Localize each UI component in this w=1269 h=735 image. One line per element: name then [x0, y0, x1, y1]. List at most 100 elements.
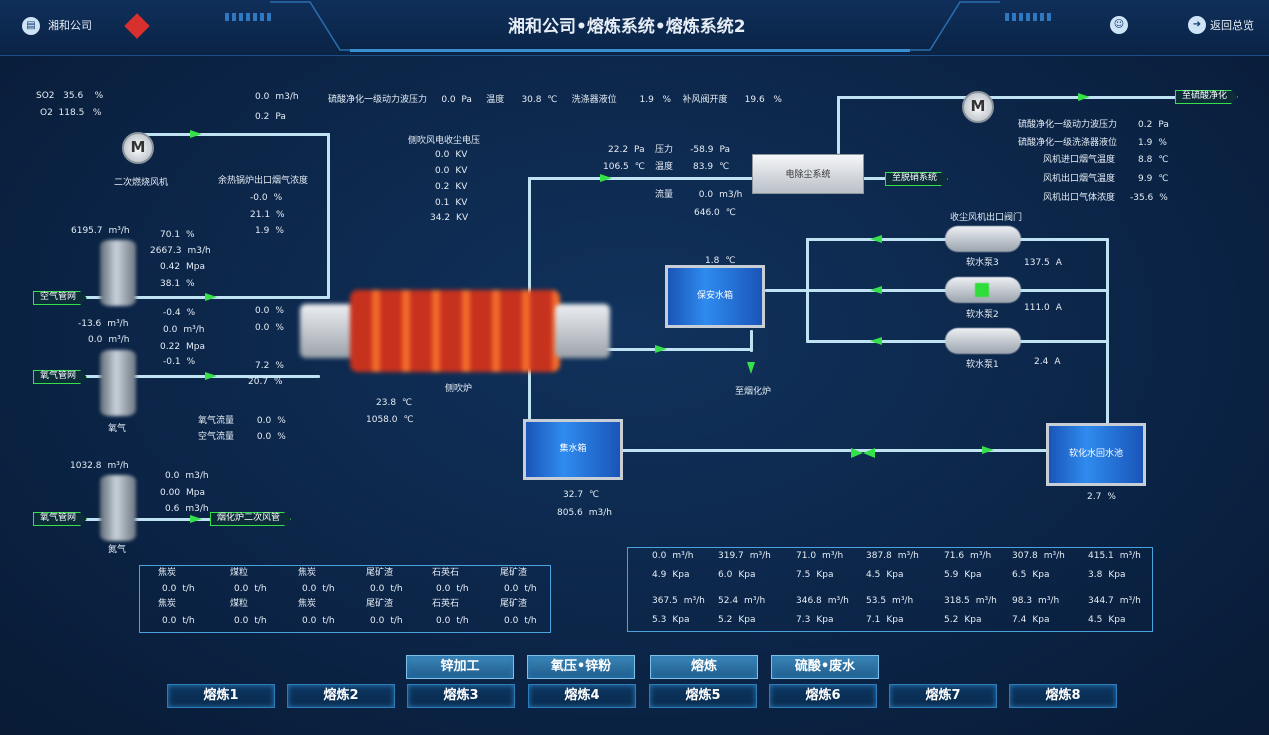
feed-header: 尾矿渣	[366, 568, 394, 578]
back-overview-button[interactable]: 返回总览	[1210, 19, 1254, 32]
home-icon[interactable]: ▤	[22, 17, 40, 35]
ml-c3: 7.2%	[255, 361, 284, 371]
nav-smelt-8[interactable]: 熔炼8	[1009, 684, 1117, 708]
pipe-oxy2	[60, 518, 220, 521]
pipe-to-esp	[528, 177, 753, 180]
ml-a1: -0.4%	[163, 308, 196, 318]
nav-top-2[interactable]: 氧压•锌粉	[527, 655, 635, 679]
furnace-temp2: 1058.0℃	[366, 415, 414, 425]
collection-tank[interactable]: 集水箱	[523, 419, 623, 480]
nav-smelt-5[interactable]: 熔炼5	[649, 684, 757, 708]
nav-top-4[interactable]: 硫酸•废水	[771, 655, 879, 679]
valve-title: 收尘风机出口阀门	[950, 213, 1023, 223]
oxy2-network-tag[interactable]: 氧气管网	[33, 512, 87, 526]
valve-icon[interactable]	[850, 444, 876, 458]
pump1-label: 软水泵1	[966, 360, 999, 370]
furnace-temp: 23.8℃	[376, 398, 413, 408]
boiler-title: 余热锅炉出口烟气浓度	[218, 176, 309, 186]
side-blow-furnace[interactable]	[300, 290, 610, 372]
soft-pump-3[interactable]	[945, 226, 1021, 252]
oxygen-tank[interactable]	[100, 350, 136, 416]
oxy-network-tag[interactable]: 氧气管网	[33, 370, 87, 384]
pipe-acid	[837, 96, 1177, 99]
boiler-v3: 1.9%	[255, 226, 284, 236]
flow-arrow-down	[747, 362, 755, 374]
esp-system[interactable]: 电除尘系统	[752, 154, 864, 194]
fan-icon[interactable]: M	[962, 91, 994, 123]
nav-smelt-4[interactable]: 熔炼4	[528, 684, 636, 708]
nav-smelt-7[interactable]: 熔炼7	[889, 684, 997, 708]
top-line-readings: 硫酸净化一级动力波压力 0.0 Pa 温度 30.8 ℃ 洗涤器液位 1.9 %…	[328, 95, 782, 105]
esp-voltage-title: 侧吹风电收尘电压	[408, 136, 481, 146]
page-title: 湘和公司•熔炼系统•熔炼系统2	[508, 17, 746, 37]
flow-arrow	[190, 515, 202, 523]
feed-header: 煤粒	[230, 599, 249, 609]
nav-smelt-1[interactable]: 熔炼1	[167, 684, 275, 708]
nav-top-3[interactable]: 熔炼	[650, 655, 758, 679]
soft-pump-1[interactable]	[945, 328, 1021, 354]
feed-header: 焦炭	[158, 568, 177, 578]
pipe-tank-down	[750, 330, 753, 352]
to-desulf-tag[interactable]: 至脱硝系统	[885, 172, 948, 186]
flow-table	[627, 547, 1153, 632]
acid-row-2: 硫酸净化一级洗涤器液位	[1018, 138, 1118, 148]
soft-water-pool[interactable]: 软化水回水池	[1046, 423, 1146, 486]
pipe-collect-soft	[622, 449, 1047, 452]
user-icon[interactable]: ☺	[1110, 16, 1128, 34]
air-tank[interactable]	[100, 240, 136, 306]
arrow-right-circle-icon[interactable]: ➜	[1188, 16, 1206, 34]
oxy-flow: 氧气流量 0.0%	[198, 416, 286, 426]
furnace-label: 侧吹炉	[445, 384, 473, 394]
nav-smelt-3[interactable]: 熔炼3	[407, 684, 515, 708]
acid-val-3: 8.8℃	[1138, 155, 1169, 165]
nav-top-1[interactable]: 锌加工	[406, 655, 514, 679]
air-v4: 38.1%	[160, 279, 195, 289]
ml-c1: 0.0%	[255, 306, 284, 316]
fan-icon[interactable]: M	[122, 132, 154, 164]
fume-secondary-tag[interactable]: 烟化炉二次风管	[210, 512, 291, 526]
pump2-label: 软水泵2	[966, 310, 999, 320]
nitrogen-tank[interactable]	[100, 475, 136, 541]
air-network-tag[interactable]: 空气管网	[33, 291, 87, 305]
to-acid-tag[interactable]: 至硫酸净化	[1175, 90, 1238, 104]
oxy2-label: 氮气	[108, 545, 127, 555]
pipe-return	[1106, 238, 1109, 428]
soft-pump-2[interactable]	[945, 277, 1021, 303]
nav-smelt-2[interactable]: 熔炼2	[287, 684, 395, 708]
soft-pool-level: 2.7%	[1087, 492, 1116, 502]
air-flow-2: 空气流量 0.0%	[198, 432, 286, 442]
flow-arrow	[190, 130, 202, 138]
to-fume-label: 至烟化炉	[735, 387, 772, 397]
nav-smelt-6[interactable]: 熔炼6	[769, 684, 877, 708]
feed-header: 石英石	[432, 599, 460, 609]
feed-header: 石英石	[432, 568, 460, 578]
security-tank[interactable]: 保安水箱	[665, 265, 765, 328]
